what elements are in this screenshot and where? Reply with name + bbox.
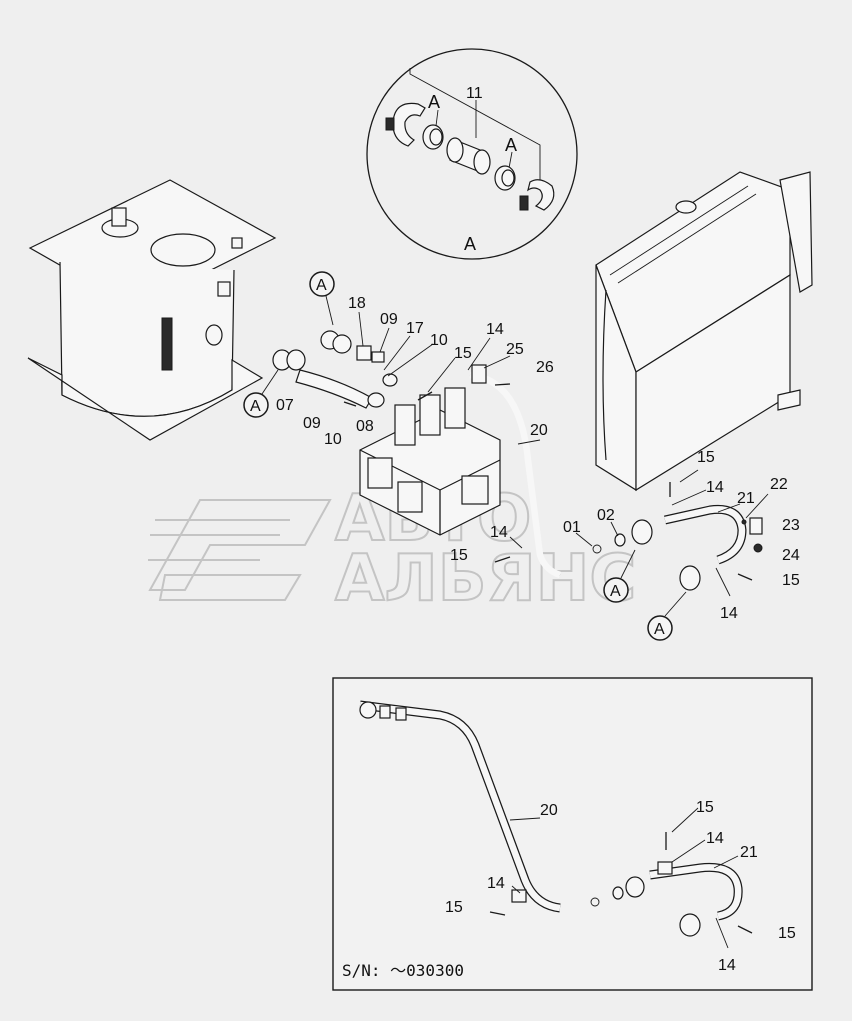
detail-label-a-right: A xyxy=(505,135,517,155)
inset-label-14-left: 14 xyxy=(487,875,505,892)
inset-tube-21 xyxy=(649,864,742,920)
inset-label-21: 21 xyxy=(740,844,758,861)
label-10-bottom: 10 xyxy=(324,431,342,448)
watermark-logo-icon xyxy=(148,499,332,601)
inset-label-15-top: 15 xyxy=(696,799,714,816)
label-09-bottom: 09 xyxy=(303,415,321,432)
label-14-top: 14 xyxy=(486,321,504,338)
bracket-23 xyxy=(749,517,763,535)
label-15-far-right: 15 xyxy=(782,572,800,589)
inset-label-15-right: 15 xyxy=(778,925,796,942)
washer-24 xyxy=(753,543,763,553)
callout-circles: A A A A xyxy=(243,271,687,641)
hydraulic-tank xyxy=(27,179,277,441)
tank-cover xyxy=(150,233,216,267)
label-15-right: 15 xyxy=(697,449,715,466)
callout-a-4: A xyxy=(654,621,665,638)
label-18: 18 xyxy=(348,295,366,312)
clamp-left xyxy=(385,102,426,147)
serial-number: S/N: ～030300 xyxy=(342,961,464,980)
nut-22 xyxy=(741,519,747,525)
label-20: 20 xyxy=(530,422,548,439)
tank-base xyxy=(27,357,264,441)
detail-a-view: A A 11 A xyxy=(366,48,578,260)
detail-title: A xyxy=(464,234,476,254)
inset-tube-20 xyxy=(359,701,561,912)
callout-a-3: A xyxy=(610,583,621,600)
label-15-left: 15 xyxy=(450,547,468,564)
o-ring-01 xyxy=(592,544,602,554)
label-10-top: 10 xyxy=(430,332,448,349)
label-14-left: 14 xyxy=(490,524,508,541)
inset-label-14-bottom: 14 xyxy=(718,957,736,974)
leader-lines xyxy=(358,311,769,597)
clamp-cooler-b xyxy=(679,565,701,591)
label-14-right: 14 xyxy=(706,479,724,496)
label-17: 17 xyxy=(406,320,424,337)
clamp-cooler-a xyxy=(631,519,653,545)
inset-frame xyxy=(332,677,813,991)
label-22: 22 xyxy=(770,476,788,493)
watermark-text-2: АЛЬЯНС xyxy=(335,542,636,616)
tube-21 xyxy=(664,506,746,564)
part-labels: 18 09 17 10 15 14 25 26 07 09 10 08 20 1… xyxy=(276,295,800,622)
fitting-18 xyxy=(356,345,372,361)
clamp-tank-b xyxy=(320,330,352,354)
tube-20 xyxy=(469,371,562,579)
label-02: 02 xyxy=(597,507,615,524)
serial-inset: 20 15 14 21 14 15 14 15 S/N: ～030300 xyxy=(332,677,813,991)
clamp-right xyxy=(519,179,555,211)
label-24: 24 xyxy=(782,547,800,564)
clamp-tank-a xyxy=(272,349,306,371)
callout-a-2: A xyxy=(250,398,261,415)
inset-label-14-top: 14 xyxy=(706,830,724,847)
label-23: 23 xyxy=(782,517,800,534)
adapter-02 xyxy=(614,533,626,547)
inset-label-20: 20 xyxy=(540,802,558,819)
label-15-top: 15 xyxy=(454,345,472,362)
tank-port xyxy=(205,324,223,346)
detail-label-a-left: A xyxy=(428,92,440,112)
bracket-25 xyxy=(471,364,487,384)
label-21: 21 xyxy=(737,490,755,507)
oil-cooler xyxy=(595,171,813,492)
label-07: 07 xyxy=(276,397,294,414)
label-09-top: 09 xyxy=(380,311,398,328)
piping xyxy=(272,330,763,591)
control-valve xyxy=(359,387,501,536)
hose-07 xyxy=(295,369,373,409)
label-08: 08 xyxy=(356,418,374,435)
label-11: 11 xyxy=(466,85,483,102)
sight-gauge xyxy=(161,317,173,371)
label-14-bottom-right: 14 xyxy=(720,605,738,622)
callout-a-1: A xyxy=(316,277,327,294)
label-26: 26 xyxy=(536,359,554,376)
inset-label-15-left: 15 xyxy=(445,899,463,916)
detail-circle xyxy=(366,48,578,260)
label-01: 01 xyxy=(563,519,581,536)
breather-cap xyxy=(111,207,127,227)
bolts xyxy=(343,383,753,581)
label-25: 25 xyxy=(506,341,524,358)
